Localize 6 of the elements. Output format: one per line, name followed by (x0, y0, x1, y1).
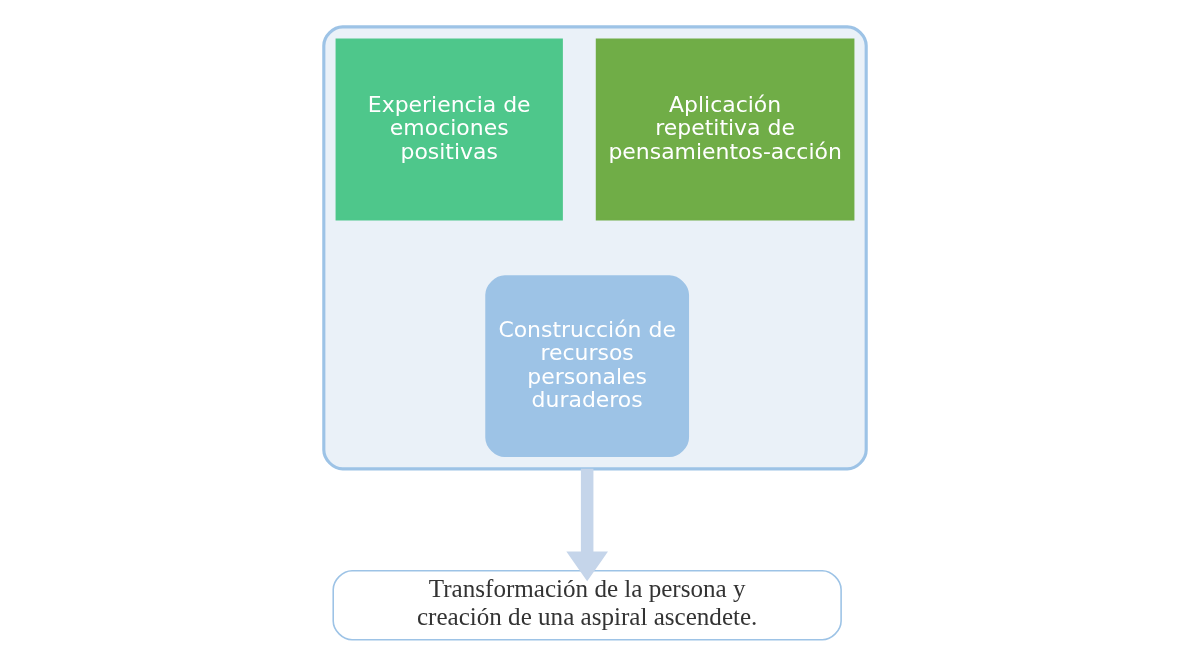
node-box: Experiencia de emociones positivas (335, 38, 563, 221)
arrow (566, 468, 608, 582)
node-box: Aplicación repetitiva de pensamientos-acción (595, 38, 855, 221)
node-box: Construcción de recursos personales duraderos (485, 275, 690, 458)
node-box: Transformación de la persona y creación de una aspiral ascendete. (332, 569, 842, 641)
cluster (322, 25, 868, 471)
